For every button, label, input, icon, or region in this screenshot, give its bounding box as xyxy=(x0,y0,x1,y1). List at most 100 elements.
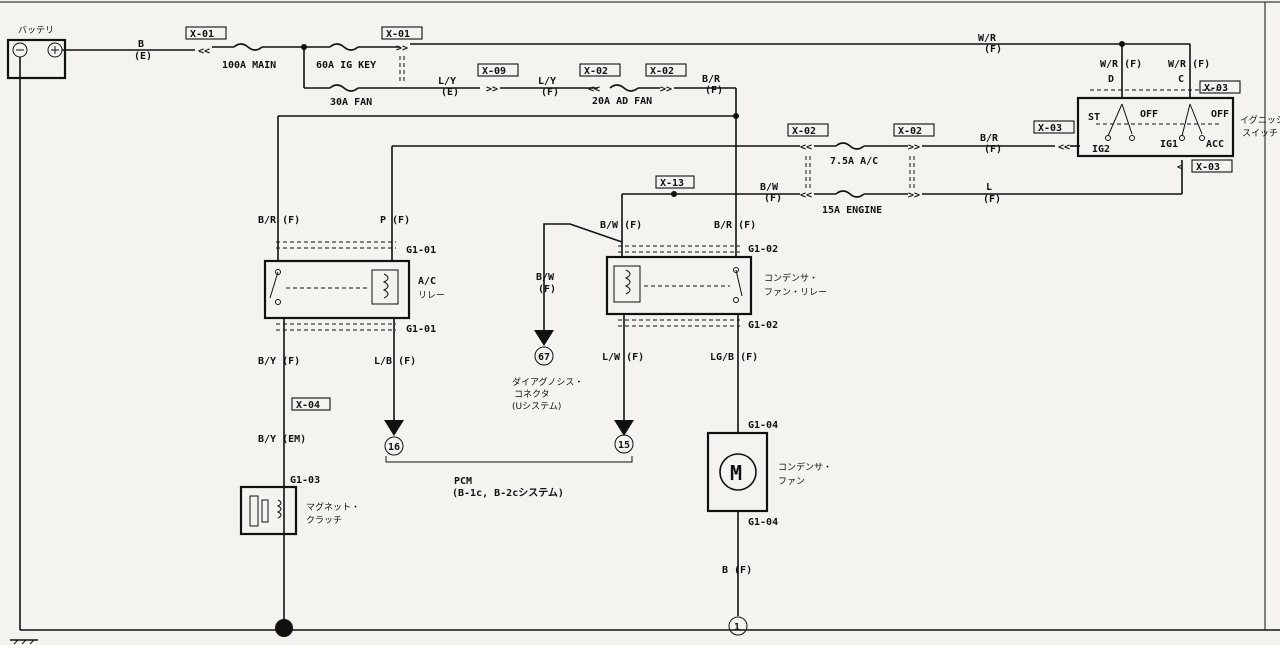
svg-text:ファン: ファン xyxy=(778,477,805,487)
svg-text:(E): (E) xyxy=(441,87,459,98)
svg-text:67: 67 xyxy=(538,352,550,363)
svg-text:W/R: W/R xyxy=(978,33,997,44)
ac-relay-label: A/C xyxy=(418,276,436,287)
svg-text:<<: << xyxy=(588,84,600,95)
battery-label: バッテリ xyxy=(18,25,54,36)
fuse-30a-label: 30A FAN xyxy=(330,97,372,108)
connector-x03-b xyxy=(1191,159,1233,173)
svg-text:IG1: IG1 xyxy=(1160,139,1178,150)
ac-relay-coil-icon xyxy=(382,273,389,299)
connector-x04 xyxy=(291,397,331,411)
svg-text:X-02: X-02 xyxy=(584,66,608,77)
fuse-15a-label: 15A ENGINE xyxy=(822,205,882,216)
svg-text:>>: >> xyxy=(908,142,920,153)
svg-text:(F): (F) xyxy=(541,87,559,98)
svg-text:G1-01: G1-01 xyxy=(406,324,436,335)
svg-text:W/R (F): W/R (F) xyxy=(1168,59,1210,70)
svg-text:L/B (F): L/B (F) xyxy=(374,356,416,367)
svg-text:LG/B (F): LG/B (F) xyxy=(710,352,758,363)
svg-text:W/R (F): W/R (F) xyxy=(1100,59,1142,70)
svg-text:16: 16 xyxy=(388,442,400,453)
connector-x02-a xyxy=(579,63,621,77)
svg-text:(F): (F) xyxy=(984,144,1002,155)
svg-text:X-02: X-02 xyxy=(898,126,922,137)
svg-text:B/W: B/W xyxy=(536,272,555,283)
svg-text:L: L xyxy=(986,182,992,193)
svg-text:X-03: X-03 xyxy=(1204,83,1228,94)
svg-text:(F): (F) xyxy=(984,44,1002,55)
svg-text:B (F): B (F) xyxy=(722,565,752,576)
terminal-16 xyxy=(384,436,404,456)
svg-text:<<: << xyxy=(800,142,812,153)
svg-text:B/R (F): B/R (F) xyxy=(258,215,300,226)
fuse-7-5a-label: 7.5A A/C xyxy=(830,156,878,167)
svg-text:ACC: ACC xyxy=(1206,139,1224,150)
motor-icon xyxy=(719,453,757,491)
svg-text:<<: << xyxy=(800,190,812,201)
svg-text:G1-01: G1-01 xyxy=(406,245,436,256)
fuse-60a-label: 60A IG KEY xyxy=(316,60,376,71)
svg-text:C: C xyxy=(1178,74,1184,85)
svg-text:X-01: X-01 xyxy=(190,29,214,40)
svg-text:P (F): P (F) xyxy=(380,215,410,226)
pcm-bracket xyxy=(385,456,633,463)
svg-text:X-13: X-13 xyxy=(660,178,684,189)
svg-text:G1-04: G1-04 xyxy=(748,420,778,431)
svg-text:B/W: B/W xyxy=(760,182,779,193)
svg-text:ファン・リレー: ファン・リレー xyxy=(764,288,827,298)
connector-x13 xyxy=(655,175,695,189)
connector-x02-d xyxy=(893,123,935,137)
svg-text:ST: ST xyxy=(1088,112,1100,123)
terminal-1 xyxy=(728,616,748,636)
svg-text:(Uシステム): (Uシステム) xyxy=(512,401,561,412)
fuse-100a-label: 100A MAIN xyxy=(222,60,276,71)
svg-text:L/Y: L/Y xyxy=(438,76,456,87)
fuse-100a-main xyxy=(233,43,263,51)
svg-text:リレー: リレー xyxy=(418,291,445,301)
svg-text:G1-04: G1-04 xyxy=(748,517,778,528)
svg-text:>>: >> xyxy=(486,84,498,95)
svg-text:L/Y: L/Y xyxy=(538,76,556,87)
fuse-15a-engine xyxy=(835,190,865,198)
svg-text:B/W (F): B/W (F) xyxy=(600,220,642,231)
magnet-clutch xyxy=(239,485,298,536)
wire-b-label: B xyxy=(138,39,144,50)
svg-text:<<: << xyxy=(1058,142,1070,153)
svg-text:X-03: X-03 xyxy=(1196,162,1220,173)
svg-text:D: D xyxy=(1108,74,1114,85)
svg-text:X-09: X-09 xyxy=(482,66,506,77)
condenser-fan-label: コンデンサ・ xyxy=(778,461,832,473)
svg-text:>>: >> xyxy=(660,84,672,95)
svg-text:G1-02: G1-02 xyxy=(748,244,778,255)
connector-x01-a xyxy=(185,26,227,40)
svg-text:B/Y (F): B/Y (F) xyxy=(258,356,300,367)
svg-text:L/W (F): L/W (F) xyxy=(602,352,644,363)
fuse-60a-ig-key xyxy=(329,43,359,51)
svg-text:B/R: B/R xyxy=(702,74,721,85)
terminal-15 xyxy=(614,434,634,454)
connector-x02-c xyxy=(787,123,829,137)
ground-junction xyxy=(275,619,293,637)
terminal-67 xyxy=(534,346,554,366)
svg-text:X-02: X-02 xyxy=(650,66,674,77)
ignition-switch xyxy=(1076,96,1235,158)
connector-x01-b xyxy=(381,26,423,40)
connector-x03-a xyxy=(1033,120,1075,134)
svg-text:(B-1c, B-2cシステム): (B-1c, B-2cシステム) xyxy=(452,487,564,499)
svg-text:X-03: X-03 xyxy=(1038,123,1062,134)
svg-text:(F): (F) xyxy=(705,85,723,96)
battery-box xyxy=(6,38,67,80)
svg-text:B/R (F): B/R (F) xyxy=(714,220,756,231)
svg-text:M: M xyxy=(730,461,742,485)
fuse-30a-fan xyxy=(329,84,359,92)
svg-text:G1-02: G1-02 xyxy=(748,320,778,331)
svg-text:>>: >> xyxy=(396,43,408,54)
svg-text:IG2: IG2 xyxy=(1092,144,1110,155)
svg-text:X-01: X-01 xyxy=(386,29,410,40)
pcm-label: PCM xyxy=(454,476,472,487)
svg-text:スイッチ: スイッチ xyxy=(1242,128,1278,139)
svg-text:<: < xyxy=(1177,162,1183,173)
svg-text:OFF: OFF xyxy=(1211,109,1229,120)
condenser-fan-relay xyxy=(605,255,753,316)
